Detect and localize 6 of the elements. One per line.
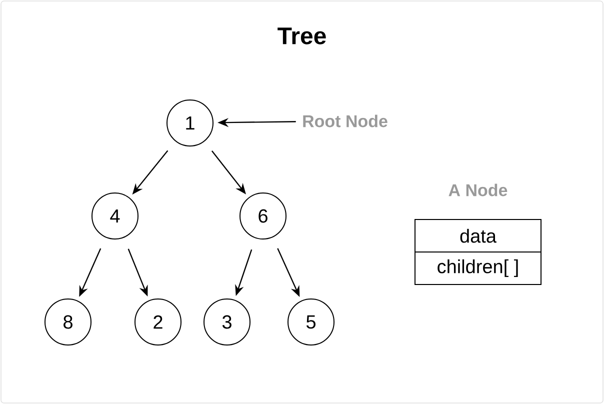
node-heading: A Node [448,184,508,196]
root-node-label: Root Node [303,114,388,128]
title: Tree [278,28,326,44]
table-cell: data [460,228,496,243]
table-cell: children[ ] [438,259,518,278]
node-structure-table [414,184,542,285]
